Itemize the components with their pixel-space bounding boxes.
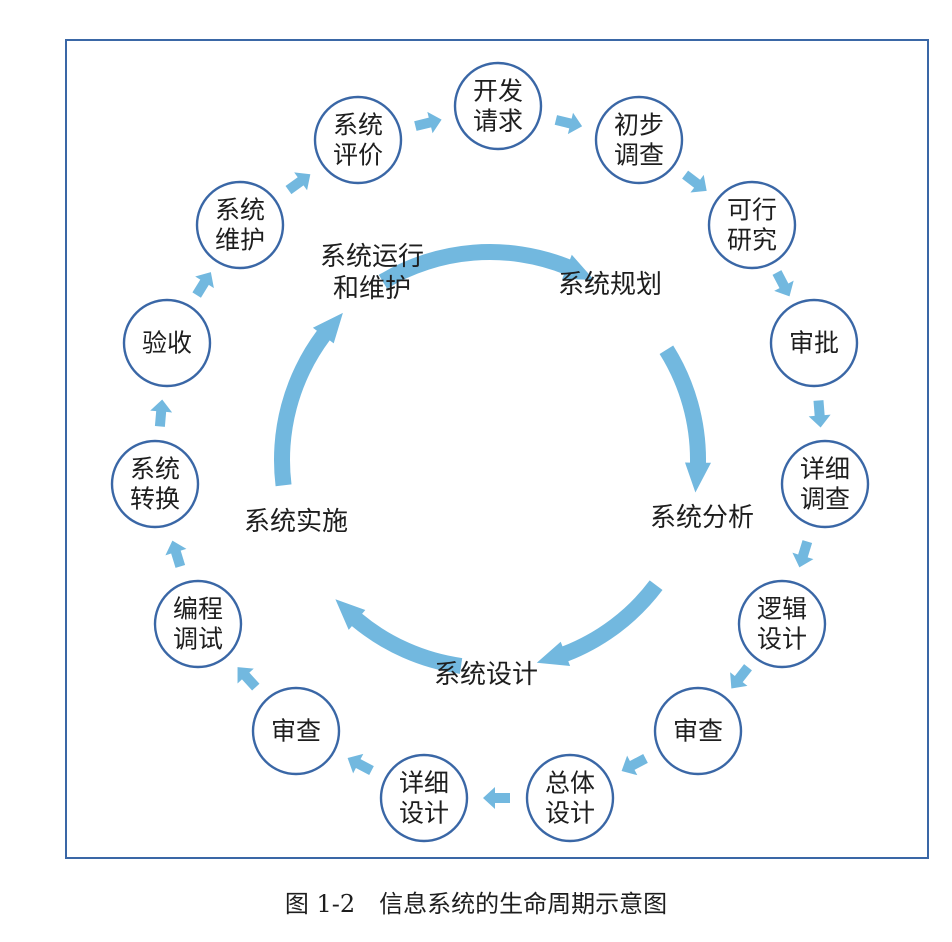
step-node-13: 验收 — [122, 298, 212, 388]
step-arrow-7 — [621, 754, 648, 776]
step-node-circle — [313, 95, 403, 185]
phase-arrow-analysis-to-design — [536, 580, 663, 666]
phase-arrows — [273, 244, 711, 674]
step-arrow-13 — [192, 272, 214, 298]
step-node-circle — [707, 180, 797, 270]
phase-label-operation: 和维护 — [333, 274, 411, 304]
step-node-label: 逻辑 — [757, 595, 807, 624]
step-node-10: 审查 — [251, 686, 341, 776]
step-node-label: 请求 — [473, 107, 523, 136]
figure-caption: 图 1-2 信息系统的生命周期示意图 — [285, 890, 667, 918]
step-arrow-1 — [554, 112, 583, 135]
step-node-label: 初步 — [614, 111, 664, 140]
phase-label-operation: 系统运行 — [320, 242, 424, 272]
step-arrow-2 — [682, 170, 707, 193]
step-node-label: 系统 — [215, 196, 265, 225]
step-node-label: 调试 — [173, 625, 223, 654]
step-node-circle — [453, 61, 543, 151]
step-node-label: 可行 — [727, 196, 777, 225]
step-node-label: 设计 — [757, 625, 807, 654]
step-arrow-9 — [347, 753, 374, 775]
phase-arrow-implementation-to-operation — [273, 312, 343, 487]
step-nodes: 开发请求初步调查可行研究审批详细调查逻辑设计审查总体设计详细设计审查编程调试系统… — [110, 61, 870, 843]
step-arrow-14 — [285, 172, 311, 195]
step-node-circle — [153, 579, 243, 669]
phase-label-analysis: 系统分析 — [650, 503, 754, 533]
step-node-label: 详细 — [399, 769, 449, 798]
step-arrow-12 — [150, 399, 173, 427]
step-node-label: 系统 — [333, 111, 383, 140]
step-arrow-15 — [414, 111, 442, 134]
step-node-circle — [594, 95, 684, 185]
step-node-circle — [122, 298, 212, 388]
step-node-label: 详细 — [800, 455, 850, 484]
diagram-frame — [65, 39, 929, 859]
step-node-label: 维护 — [215, 226, 265, 255]
phase-arrow-operation-to-planning — [378, 244, 594, 289]
step-node-label: 系统 — [130, 455, 180, 484]
step-node-circle — [737, 579, 827, 669]
step-node-label: 开发 — [473, 77, 523, 106]
step-node-label: 研究 — [727, 226, 777, 255]
step-node-circle — [195, 180, 285, 270]
step-node-label: 调查 — [614, 141, 664, 170]
step-arrow-5 — [792, 540, 814, 568]
step-node-circle — [653, 686, 743, 776]
step-node-4: 审批 — [769, 298, 859, 388]
step-node-label: 验收 — [142, 329, 192, 358]
step-node-circle — [251, 686, 341, 776]
step-node-circle — [769, 298, 859, 388]
phase-arrow-design-to-implementation — [335, 599, 463, 674]
step-arrows — [150, 111, 831, 809]
step-node-label: 评价 — [333, 141, 383, 170]
step-node-label: 审查 — [673, 717, 723, 746]
step-node-label: 设计 — [399, 799, 449, 828]
step-arrow-6 — [730, 664, 752, 689]
step-node-label: 设计 — [545, 799, 595, 828]
step-arrow-8 — [483, 787, 510, 809]
phase-label-planning: 系统规划 — [558, 270, 662, 300]
step-arrow-4 — [808, 400, 831, 428]
step-node-label: 审批 — [789, 329, 839, 358]
step-node-circle — [110, 439, 200, 529]
phase-arrow-planning-to-analysis — [659, 345, 711, 493]
step-node-label: 调查 — [800, 485, 850, 514]
step-node-label: 转换 — [130, 485, 180, 514]
step-arrow-10 — [237, 667, 260, 691]
step-arrow-11 — [165, 540, 187, 568]
step-node-7: 审查 — [653, 686, 743, 776]
step-node-circle — [379, 753, 469, 843]
step-node-circle — [525, 753, 615, 843]
step-node-label: 总体 — [545, 769, 595, 798]
phase-label-design: 系统设计 — [434, 660, 538, 690]
phase-label-implement: 系统实施 — [244, 507, 348, 537]
step-node-circle — [780, 439, 870, 529]
step-arrow-3 — [772, 270, 794, 297]
step-node-label: 编程 — [173, 595, 223, 624]
step-node-label: 审查 — [271, 717, 321, 746]
